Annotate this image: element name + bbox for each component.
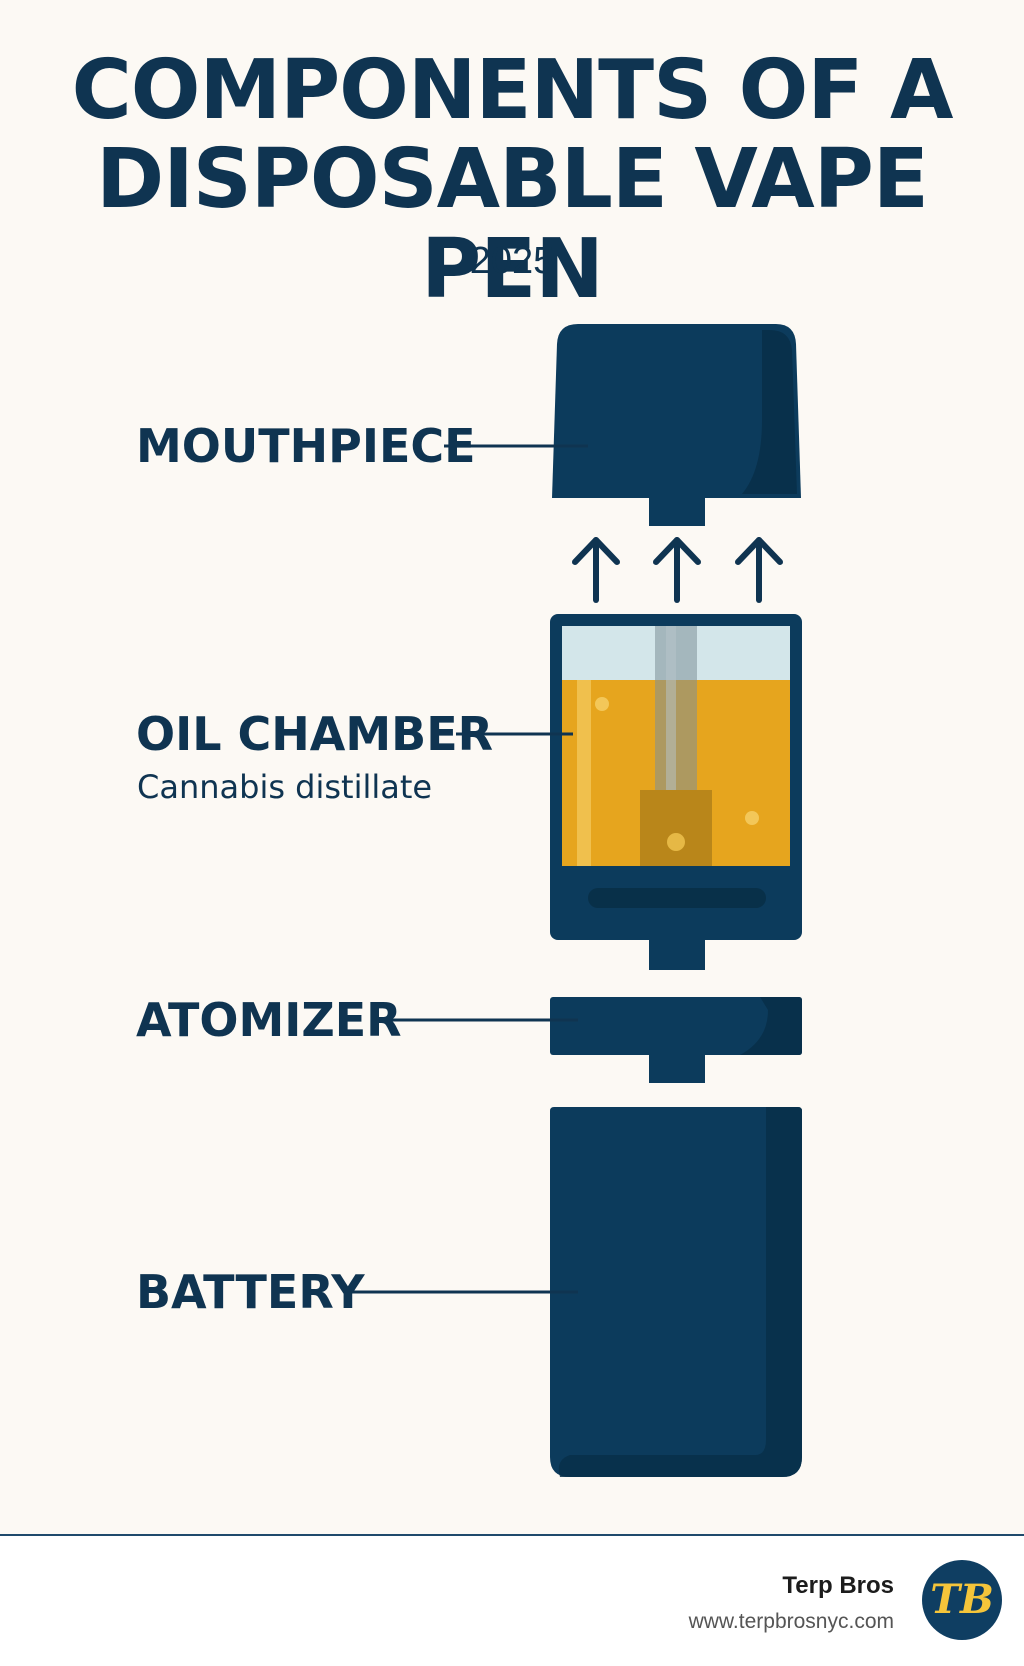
oil-chamber-sublabel: Cannabis distillate [137,768,433,806]
mouthpiece-part [552,324,801,526]
logo-text: TB [930,1576,994,1623]
battery-part [550,1107,802,1477]
up-arrow-icon [572,537,620,603]
footer-divider [0,1534,1024,1536]
brand-url: www.terpbrosnyc.com [688,1610,894,1633]
brand-name: Terp Bros [782,1572,894,1599]
atomizer-label: ATOMIZER [136,993,402,1047]
battery-label: BATTERY [136,1265,365,1319]
atomizer-part [550,997,802,1083]
title-line-2: DISPOSABLE VAPE PEN [96,132,929,317]
oil-chamber-label: OIL CHAMBER [136,707,494,761]
up-arrow-icon [653,537,701,603]
subtitle-year: 2025 [469,240,555,282]
terp-bros-logo: TB [922,1560,1002,1640]
title-line-1: COMPONENTS OF A [71,43,954,138]
mouthpiece-label: MOUTHPIECE [136,419,476,473]
up-arrow-icon [735,537,783,603]
footer [0,1536,1024,1666]
vape-pen-diagram [352,324,802,1477]
oil-chamber-part [550,614,802,970]
